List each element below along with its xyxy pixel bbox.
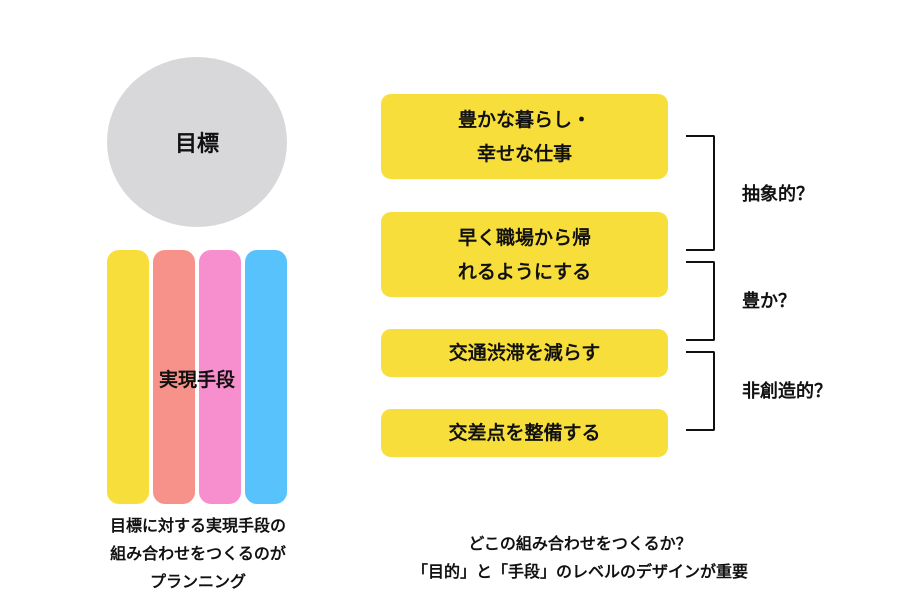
right-caption-line: 「目的」と「手段」のレベルのデザインが重要 xyxy=(411,562,748,581)
left-caption-line: 組み合わせをつくるのが xyxy=(110,544,286,563)
means-bar-yellow xyxy=(107,250,149,504)
left-caption: 目標に対する実現手段の 組み合わせをつくるのが プランニング xyxy=(80,512,316,596)
means-bar-pink xyxy=(199,250,241,504)
bracket-label-2: 豊か？ xyxy=(742,291,796,312)
goal-circle: 目標 xyxy=(107,57,287,227)
goal-label: 目標 xyxy=(174,132,219,157)
level-box-2: 早く職場から帰 れるようにする xyxy=(381,212,668,297)
right-caption: どこの組み合わせをつくるか？ 「目的」と「手段」のレベルのデザインが重要 xyxy=(400,530,760,586)
bracket-1 xyxy=(686,135,715,251)
level-box-line: 交通渋滞を減らす xyxy=(448,342,601,364)
level-box-line: 豊かな暮らし・ xyxy=(457,108,591,131)
bracket-label-1: 抽象的？ xyxy=(742,184,814,205)
level-box-1: 豊かな暮らし・ 幸せな仕事 xyxy=(381,94,668,179)
level-box-3: 交通渋滞を減らす xyxy=(381,329,668,377)
left-caption-line: プランニング xyxy=(149,572,246,591)
means-label: 実現手段 xyxy=(158,369,235,391)
bracket-2 xyxy=(686,261,715,341)
level-box-line: 交差点を整備する xyxy=(448,422,601,444)
means-bar-blue xyxy=(245,250,287,504)
bracket-3 xyxy=(686,351,715,431)
right-caption-line: どこの組み合わせをつくるか？ xyxy=(468,534,692,553)
level-box-line: 早く職場から帰 xyxy=(457,226,591,249)
level-box-line: 幸せな仕事 xyxy=(476,142,572,165)
bracket-label-3: 非創造的？ xyxy=(742,381,832,402)
level-box-line: れるようにする xyxy=(457,260,592,283)
level-box-4: 交差点を整備する xyxy=(381,409,668,457)
means-bar-salmon xyxy=(153,250,195,504)
left-caption-line: 目標に対する実現手段の xyxy=(109,516,286,535)
